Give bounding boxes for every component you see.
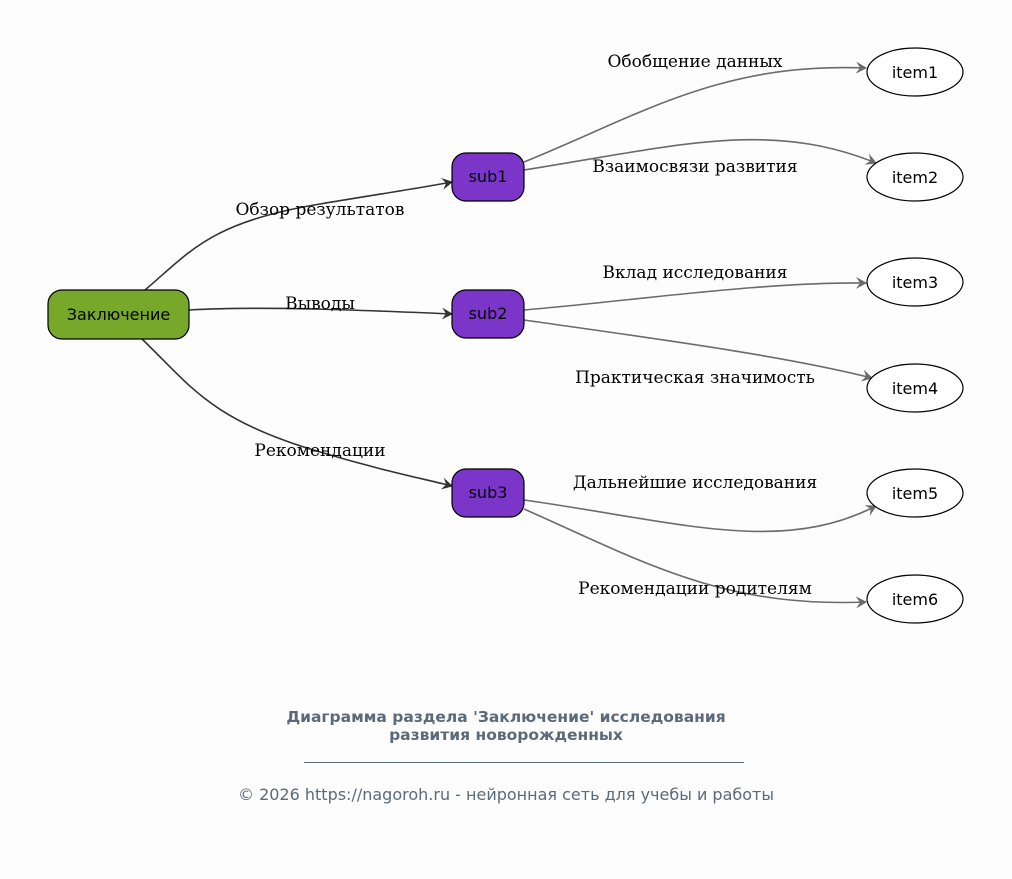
edge-sub2-item3	[523, 276, 867, 311]
edge-label-item6: Рекомендации родителям	[578, 579, 812, 599]
node-item1-label: item1	[892, 63, 938, 82]
node-item1[interactable]: item1	[866, 47, 964, 97]
node-item4[interactable]: item4	[866, 363, 964, 413]
node-root[interactable]: Заключение	[47, 289, 190, 340]
node-sub3[interactable]: sub3	[451, 468, 525, 518]
node-sub1[interactable]: sub1	[451, 152, 525, 202]
node-sub3-label: sub3	[469, 483, 508, 502]
diagram-title: Диаграмма раздела 'Заключение' исследова…	[0, 708, 1012, 744]
edge-sub3-item5	[523, 499, 877, 533]
edge-root-sub2	[188, 307, 453, 320]
edge-label-item5: Дальнейшие исследования	[573, 473, 817, 493]
edge-sub3-item6	[523, 508, 867, 609]
edge-label-item3: Вклад исследования	[603, 263, 788, 283]
diagram-title-line2: развития новорожденных	[389, 726, 623, 744]
edge-label-sub1: Обзор результатов	[236, 200, 405, 220]
node-root-label: Заключение	[67, 305, 170, 324]
node-item2-label: item2	[892, 168, 938, 187]
node-item6[interactable]: item6	[866, 574, 964, 624]
edge-label-sub2: Выводы	[285, 294, 355, 314]
node-item4-label: item4	[892, 379, 938, 398]
diagram-title-line1: Диаграмма раздела 'Заключение' исследова…	[286, 708, 726, 726]
edge-label-sub3: Рекомендации	[254, 441, 385, 461]
edge-sub1-item1	[523, 61, 867, 163]
edge-label-item1: Обобщение данных	[607, 52, 782, 72]
edge-sub2-item4	[523, 319, 873, 382]
node-item3[interactable]: item3	[866, 257, 964, 307]
node-sub2[interactable]: sub2	[451, 289, 525, 339]
node-sub2-label: sub2	[469, 304, 508, 323]
node-item3-label: item3	[892, 273, 938, 292]
footer-copyright: © 2026 https://nagoroh.ru - нейронная се…	[237, 785, 774, 804]
edge-root-sub1	[144, 177, 453, 291]
node-item6-label: item6	[892, 590, 938, 609]
edge-sub1-item2	[523, 138, 877, 171]
node-item2[interactable]: item2	[866, 152, 964, 202]
edge-root-sub3	[141, 338, 453, 490]
node-item5-label: item5	[892, 484, 938, 503]
caption-divider	[304, 762, 744, 763]
node-sub1-label: sub1	[469, 167, 508, 186]
edge-label-item4: Практическая значимость	[575, 368, 815, 388]
node-item5[interactable]: item5	[866, 468, 964, 518]
edge-label-item2: Взаимосвязи развития	[592, 157, 797, 177]
